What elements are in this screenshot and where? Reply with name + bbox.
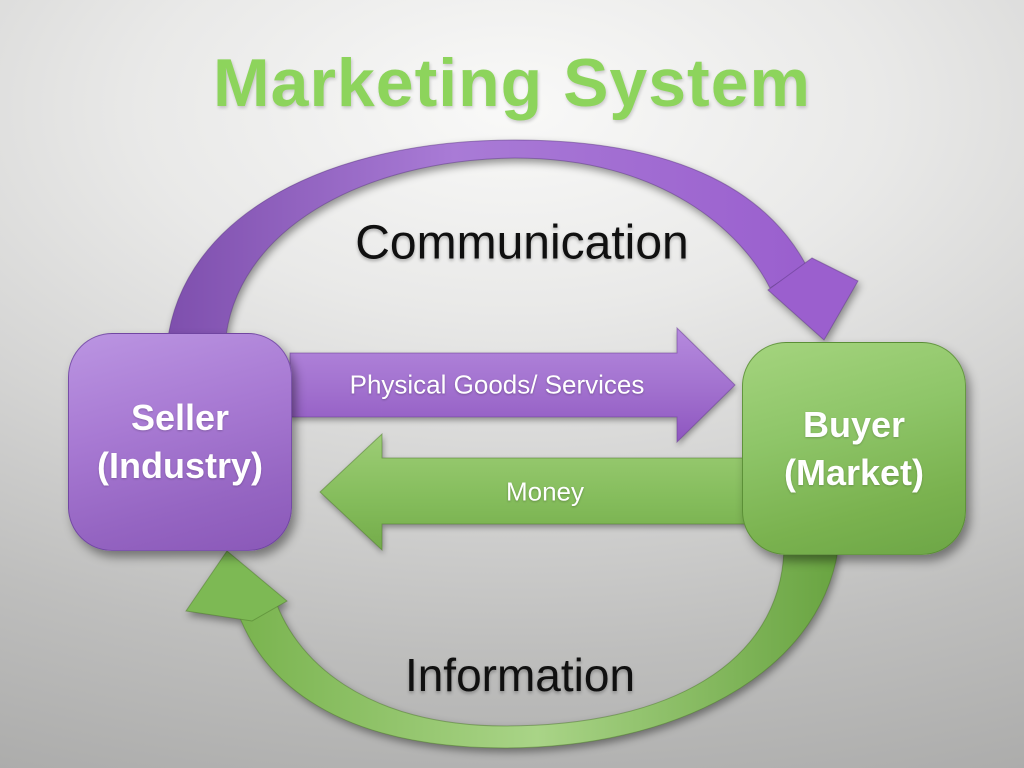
slide-title: Marketing System bbox=[213, 45, 811, 121]
buyer-node-line1: Buyer bbox=[802, 403, 906, 445]
seller-node-line1: Seller bbox=[130, 397, 230, 438]
information-label: Information bbox=[404, 649, 636, 701]
buyer-node-line2: (Market) bbox=[783, 451, 925, 493]
seller-node-line2: (Industry) bbox=[97, 445, 263, 486]
physical-goods-label: Physical Goods/ Services bbox=[349, 369, 645, 400]
information-arc-arrow bbox=[185, 549, 839, 749]
information-arrowhead-icon bbox=[185, 550, 288, 622]
communication-label: Communication bbox=[355, 216, 689, 270]
communication-arrowhead-icon bbox=[767, 257, 859, 341]
buyer-node: Buyer (Market) bbox=[742, 342, 966, 555]
money-arrow bbox=[319, 432, 751, 552]
money-label: Money bbox=[505, 476, 585, 507]
seller-node: Seller (Industry) bbox=[68, 333, 292, 551]
communication-arc-arrow bbox=[166, 139, 859, 346]
physical-goods-arrow bbox=[289, 326, 736, 444]
